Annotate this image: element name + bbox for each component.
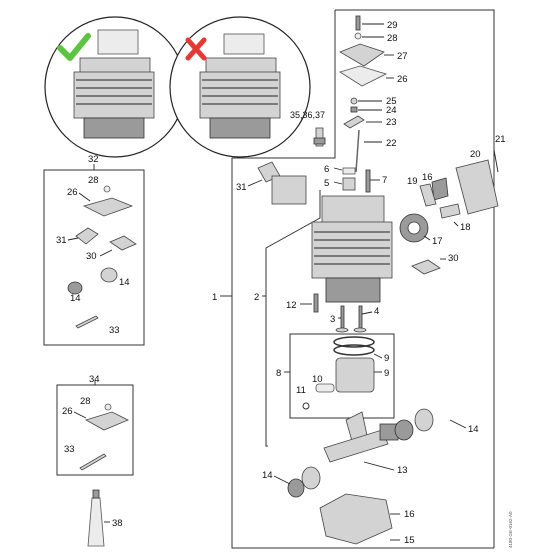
label-34: 34 <box>89 374 100 385</box>
label-11: 11 <box>296 385 306 396</box>
label-28-c: 28 <box>387 33 398 44</box>
label-3: 3 <box>330 314 335 325</box>
label-28-b: 28 <box>80 396 91 407</box>
label-26-c: 26 <box>397 74 408 85</box>
crankshaft <box>323 411 399 463</box>
carburetor <box>271 175 307 205</box>
label-6: 6 <box>324 164 329 175</box>
label-30-a: 30 <box>86 251 97 262</box>
label-33-b: 33 <box>64 444 75 455</box>
label-19: 19 <box>407 176 418 187</box>
drawing-code: 4180-GE-0162-A0 <box>508 511 513 548</box>
grease-tube <box>87 489 105 547</box>
piston-kit-box-8 <box>289 333 395 419</box>
label-21: 21 <box>495 134 506 145</box>
label-23: 23 <box>386 117 397 128</box>
spark-plug <box>313 127 326 147</box>
label-26-a: 26 <box>67 187 78 198</box>
label-2: 2 <box>254 292 259 303</box>
label-10: 10 <box>312 374 323 385</box>
label-9-a: 9 <box>384 353 389 364</box>
label-31-a: 31 <box>56 235 67 246</box>
label-1: 1 <box>212 292 217 303</box>
label-14-b: 14 <box>119 277 130 288</box>
label-14-d: 14 <box>262 470 273 481</box>
label-16-b: 16 <box>404 509 415 520</box>
label-22: 22 <box>386 138 397 149</box>
label-31-b: 31 <box>236 182 247 193</box>
label-33-a: 33 <box>109 325 120 336</box>
label-26-b: 26 <box>62 406 73 417</box>
label-8: 8 <box>276 368 281 379</box>
label-15: 15 <box>404 535 415 546</box>
cylinder <box>311 195 393 303</box>
label-14-c: 14 <box>468 424 479 435</box>
label-24: 24 <box>386 105 397 116</box>
cross-mark-icon <box>185 37 207 61</box>
label-14-a: 14 <box>70 293 81 304</box>
bracket-20 <box>455 159 499 215</box>
label-28-a: 28 <box>88 175 99 186</box>
main-assembly-frame <box>231 9 495 549</box>
label-4: 4 <box>374 306 379 317</box>
valve-cover <box>339 43 385 67</box>
label-27: 27 <box>397 51 408 62</box>
label-7: 7 <box>382 175 387 186</box>
check-mark-icon <box>57 33 91 61</box>
label-29: 29 <box>387 20 398 31</box>
label-9-b: 9 <box>384 368 389 379</box>
label-32: 32 <box>88 154 99 165</box>
label-18: 18 <box>460 222 471 233</box>
label-30-b: 30 <box>448 253 459 264</box>
label-20: 20 <box>470 149 481 160</box>
label-13: 13 <box>397 465 408 476</box>
label-5: 5 <box>324 178 329 189</box>
wrong-cylinder-illustration <box>169 16 311 158</box>
label-17: 17 <box>432 236 443 247</box>
crankcase <box>319 493 393 545</box>
correct-cylinder-illustration <box>44 16 186 158</box>
subassembly-2-frame <box>265 190 321 326</box>
label-12: 12 <box>286 300 297 311</box>
label-35-36-37: 35,36,37 <box>290 110 325 120</box>
label-25: 25 <box>386 96 397 107</box>
label-16: 16 <box>422 172 433 183</box>
label-38: 38 <box>112 518 123 529</box>
piston <box>335 357 375 393</box>
